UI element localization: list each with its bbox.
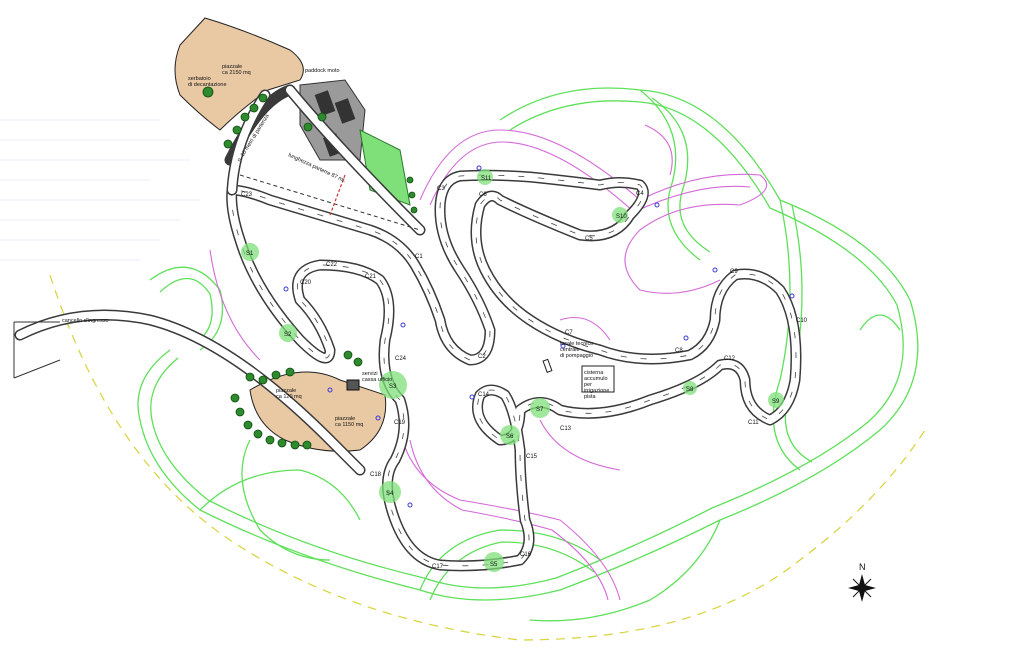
corner-label: C24 xyxy=(395,356,407,362)
corner-label: C18 xyxy=(370,472,382,478)
cistern-box xyxy=(581,365,615,393)
corner-label: C4 xyxy=(636,191,644,197)
entrance-gate-label: cancello d'ingresso xyxy=(62,318,109,324)
corner-label: C6 xyxy=(479,192,487,198)
corner-label: C22 xyxy=(326,262,338,268)
main-track xyxy=(224,84,802,572)
corner-label: C19 xyxy=(394,420,406,426)
corner-label: C5 xyxy=(585,236,593,242)
upper-paddock-area xyxy=(174,17,304,131)
pit-buildings xyxy=(299,79,411,206)
corner-label: C23 xyxy=(241,192,253,198)
sector-markers xyxy=(241,169,784,572)
sector-label: S9 xyxy=(772,399,780,405)
sector-label: S3 xyxy=(389,384,397,390)
corner-label: C15 xyxy=(526,454,538,460)
sector-label: S8 xyxy=(686,387,694,393)
corner-label: C1 xyxy=(415,254,423,260)
entrance-road xyxy=(13,309,366,476)
corner-label: C10 xyxy=(796,318,808,324)
corner-label: C21 xyxy=(365,274,377,280)
property-boundary xyxy=(49,274,926,641)
corner-label: C7 xyxy=(565,330,573,336)
corner-labels: C1 C2 C3 C4 C5 C6 C7 C8 C9 C10 C11 C12 C… xyxy=(241,186,808,570)
pump-room-box xyxy=(542,358,553,373)
magenta-service-roads xyxy=(209,124,768,601)
north-arrow: N xyxy=(848,562,876,602)
left-hatching xyxy=(0,119,200,261)
service-building xyxy=(346,379,360,391)
corner-label: C16 xyxy=(520,552,532,558)
paddock-moto-label: paddock moto xyxy=(305,68,340,74)
trees xyxy=(202,86,418,450)
sector-label: S5 xyxy=(490,562,498,568)
sector-label: S2 xyxy=(284,332,292,338)
corner-label: C11 xyxy=(748,420,759,426)
sector-label: S10 xyxy=(616,214,627,220)
corner-label: C3 xyxy=(437,186,445,192)
corner-label: C14 xyxy=(478,392,490,398)
sector-label: S1 xyxy=(246,251,254,257)
corner-label: C17 xyxy=(432,564,444,570)
corner-label: C20 xyxy=(300,280,312,286)
corner-label: C2 xyxy=(478,354,486,360)
sector-label: S11 xyxy=(481,176,492,182)
corner-label: C12 xyxy=(724,356,736,362)
green-footpaths xyxy=(137,87,919,622)
sector-label: S4 xyxy=(386,491,394,497)
sector-label: S7 xyxy=(536,407,544,413)
corner-label: C8 xyxy=(675,348,683,354)
corner-label: C13 xyxy=(560,426,572,432)
compass-north-label: N xyxy=(859,562,866,572)
corner-label: C9 xyxy=(730,269,738,275)
sector-label: S6 xyxy=(506,434,514,440)
blue-point-markers xyxy=(283,165,795,508)
